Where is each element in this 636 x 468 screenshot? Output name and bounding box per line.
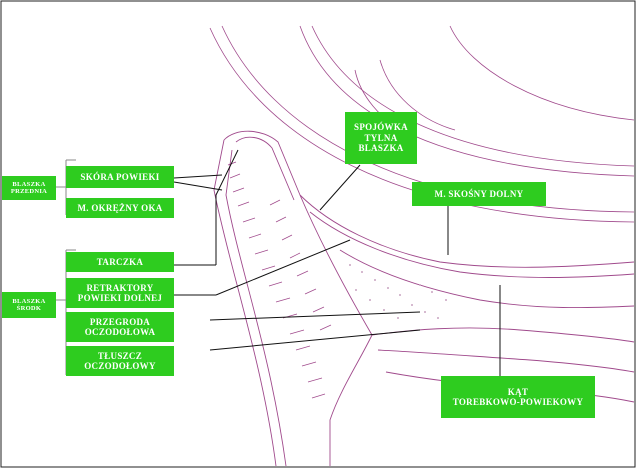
label-retraktory: RETRAKTORY POWIEKI DOLNEJ	[66, 278, 174, 308]
tarsus-hatching	[228, 162, 331, 398]
fat-stipple	[349, 264, 447, 319]
label-przegroda: PRZEGRODA OCZODOŁOWA	[66, 312, 174, 342]
label-blaszka-przednia: BLASZKA PRZEDNIA	[2, 176, 56, 200]
label-m-okrezny-oka: M. OKRĘŻNY OKA	[66, 198, 174, 218]
label-tarczka: TARCZKA	[66, 252, 174, 272]
label-m-skosny-dolny: M. SKOŚNY DOLNY	[412, 182, 546, 206]
label-blaszka-srodk: BLASZKA ŚRODK	[2, 292, 56, 318]
label-skora-powieki: SKÓRA POWIEKI	[66, 166, 174, 188]
label-tluszcz: TŁUSZCZ OCZODOŁOWY	[66, 346, 174, 376]
label-spojowka: SPOJÓWKA TYLNA BLASZKA	[345, 112, 417, 164]
label-kat: KĄT TOREBKOWO-POWIEKOWY	[441, 376, 595, 418]
